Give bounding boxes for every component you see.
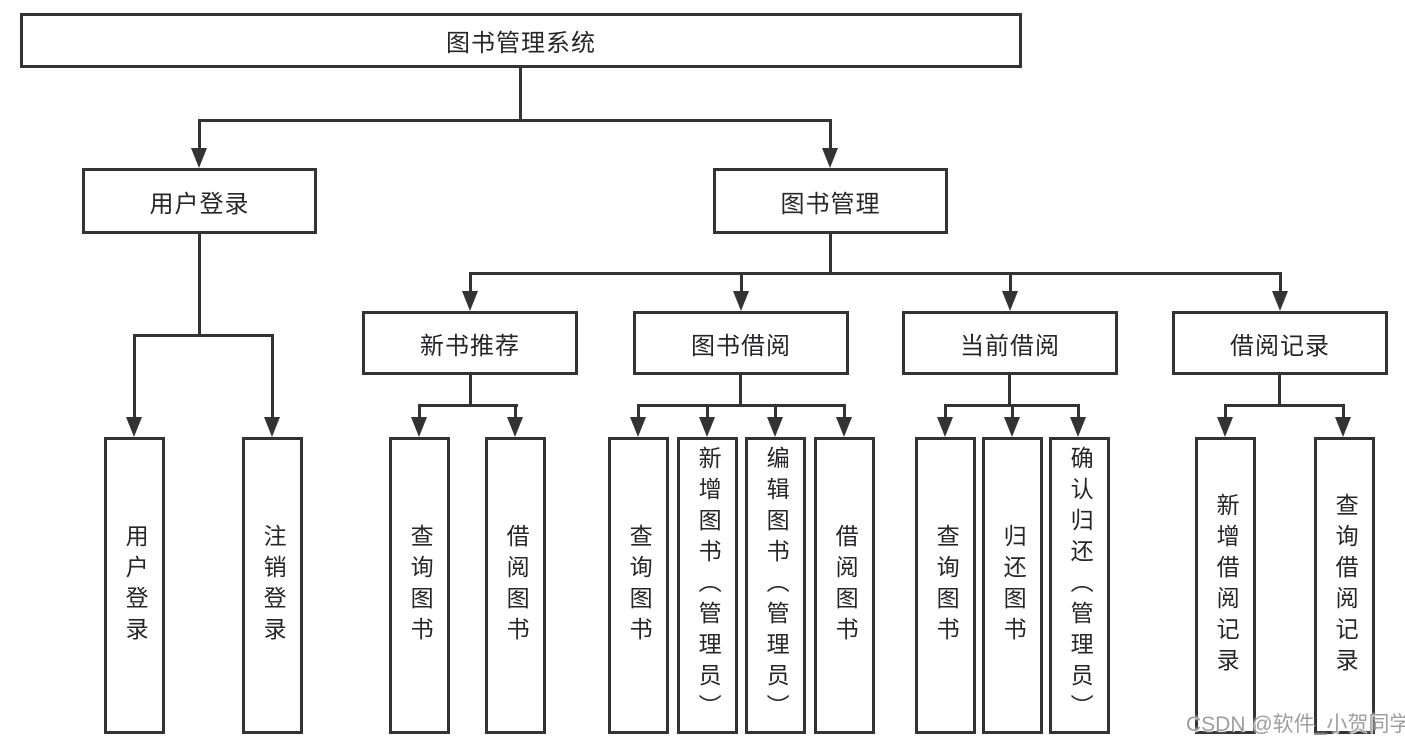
arrow-down-icon — [1272, 291, 1288, 311]
connector-bb-drop-3 — [774, 404, 777, 419]
connector-user-login-bar — [133, 334, 274, 337]
leaf-query-books-recommend-label: 查询图书 — [407, 523, 434, 648]
leaf-edit-book-admin-label: 编辑图书（管理员） — [763, 446, 790, 725]
node-user-login: 用户登录 — [82, 168, 317, 234]
leaf-return-book: 归还图书 — [982, 437, 1043, 734]
arrow-down-icon — [1070, 417, 1086, 437]
node-current-borrow: 当前借阅 — [902, 311, 1118, 375]
leaf-query-borrow-record-label: 查询借阅记录 — [1332, 492, 1359, 679]
connector-cb-drop-1 — [944, 404, 947, 419]
arrow-down-icon — [191, 148, 207, 168]
arrow-down-icon — [1217, 417, 1233, 437]
connector-root-right-drop — [829, 119, 832, 150]
connector-bm-drop-4 — [1279, 272, 1282, 293]
leaf-confirm-return-admin: 确认归还（管理员） — [1049, 437, 1110, 734]
node-borrow-records: 借阅记录 — [1172, 311, 1388, 375]
arrow-down-icon — [937, 417, 953, 437]
connector-br-drop-2 — [1342, 404, 1345, 419]
arrow-down-icon — [1335, 417, 1351, 437]
connector-br-drop-1 — [1224, 404, 1227, 419]
arrow-down-icon — [733, 291, 749, 311]
node-root: 图书管理系统 — [20, 13, 1022, 68]
arrow-down-icon — [507, 417, 523, 437]
arrow-down-icon — [264, 417, 280, 437]
connector-nbr-bar — [418, 404, 518, 407]
connector-bb-drop-4 — [843, 404, 846, 419]
arrow-down-icon — [1004, 417, 1020, 437]
leaf-borrow-books-label: 借阅图书 — [832, 523, 859, 648]
leaf-return-book-label: 归还图书 — [1000, 523, 1027, 648]
connector-root-bar — [198, 119, 832, 122]
leaf-add-borrow-record: 新增借阅记录 — [1195, 437, 1256, 734]
arrow-down-icon — [822, 148, 838, 168]
leaf-query-books-current: 查询图书 — [915, 437, 976, 734]
connector-user-login-drop-1 — [133, 334, 136, 419]
leaf-user-login: 用户登录 — [104, 437, 165, 734]
node-user-login-label: 用户登录 — [149, 190, 250, 218]
connector-book-management-stem — [829, 234, 832, 274]
arrow-down-icon — [1002, 291, 1018, 311]
leaf-query-books-current-label: 查询图书 — [933, 523, 960, 648]
watermark: CSDN @软件_小贺同学 — [1186, 713, 1405, 736]
leaf-user-login-label: 用户登录 — [122, 523, 149, 648]
connector-cb-drop-3 — [1077, 404, 1080, 419]
connector-bb-bar — [637, 404, 846, 407]
connector-nbr-drop-1 — [418, 404, 421, 419]
arrow-down-icon — [462, 291, 478, 311]
connector-br-stem — [1278, 375, 1281, 407]
node-new-book-recommend-label: 新书推荐 — [420, 332, 520, 360]
leaf-add-book-admin: 新增图书（管理员） — [677, 437, 738, 734]
connector-bb-stem — [739, 375, 742, 407]
arrow-down-icon — [699, 417, 715, 437]
leaf-borrow-books-recommend-label: 借阅图书 — [503, 523, 530, 648]
leaf-query-books-borrow: 查询图书 — [608, 437, 669, 734]
leaf-confirm-return-admin-label: 确认归还（管理员） — [1067, 446, 1094, 725]
arrow-down-icon — [411, 417, 427, 437]
connector-root-stem — [519, 67, 522, 120]
arrow-down-icon — [767, 417, 783, 437]
leaf-query-books-borrow-label: 查询图书 — [626, 523, 653, 648]
node-borrow-records-label: 借阅记录 — [1230, 332, 1330, 360]
leaf-query-books-recommend: 查询图书 — [389, 437, 450, 734]
node-book-borrow-label: 图书借阅 — [691, 332, 791, 360]
connector-bm-drop-3 — [1009, 272, 1012, 293]
connector-cb-drop-2 — [1011, 404, 1014, 419]
connector-nbr-stem — [469, 375, 472, 407]
connector-bm-drop-2 — [740, 272, 743, 293]
arrow-down-icon — [836, 417, 852, 437]
leaf-borrow-books: 借阅图书 — [814, 437, 875, 734]
connector-bb-drop-1 — [637, 404, 640, 419]
leaf-add-book-admin-label: 新增图书（管理员） — [695, 446, 722, 725]
node-current-borrow-label: 当前借阅 — [960, 332, 1060, 360]
node-book-management: 图书管理 — [713, 168, 948, 234]
connector-bb-drop-2 — [706, 404, 709, 419]
leaf-logout-label: 注销登录 — [260, 523, 287, 648]
leaf-logout: 注销登录 — [242, 437, 303, 734]
node-book-management-label: 图书管理 — [780, 190, 881, 218]
leaf-edit-book-admin: 编辑图书（管理员） — [745, 437, 806, 734]
arrow-down-icon — [126, 417, 142, 437]
connector-nbr-drop-2 — [514, 404, 517, 419]
leaf-add-borrow-record-label: 新增借阅记录 — [1213, 492, 1240, 679]
leaf-query-borrow-record: 查询借阅记录 — [1314, 437, 1375, 734]
connector-root-left-drop — [198, 119, 201, 150]
connector-br-bar — [1224, 404, 1344, 407]
connector-user-login-stem — [198, 234, 201, 336]
node-new-book-recommend: 新书推荐 — [362, 311, 578, 375]
connector-bm-drop-1 — [469, 272, 472, 293]
node-book-borrow: 图书借阅 — [633, 311, 849, 375]
leaf-borrow-books-recommend: 借阅图书 — [485, 437, 546, 734]
connector-user-login-drop-2 — [271, 334, 274, 419]
connector-cb-stem — [1008, 375, 1011, 407]
connector-book-management-bar — [469, 272, 1282, 275]
node-root-label: 图书管理系统 — [446, 30, 596, 57]
arrow-down-icon — [630, 417, 646, 437]
